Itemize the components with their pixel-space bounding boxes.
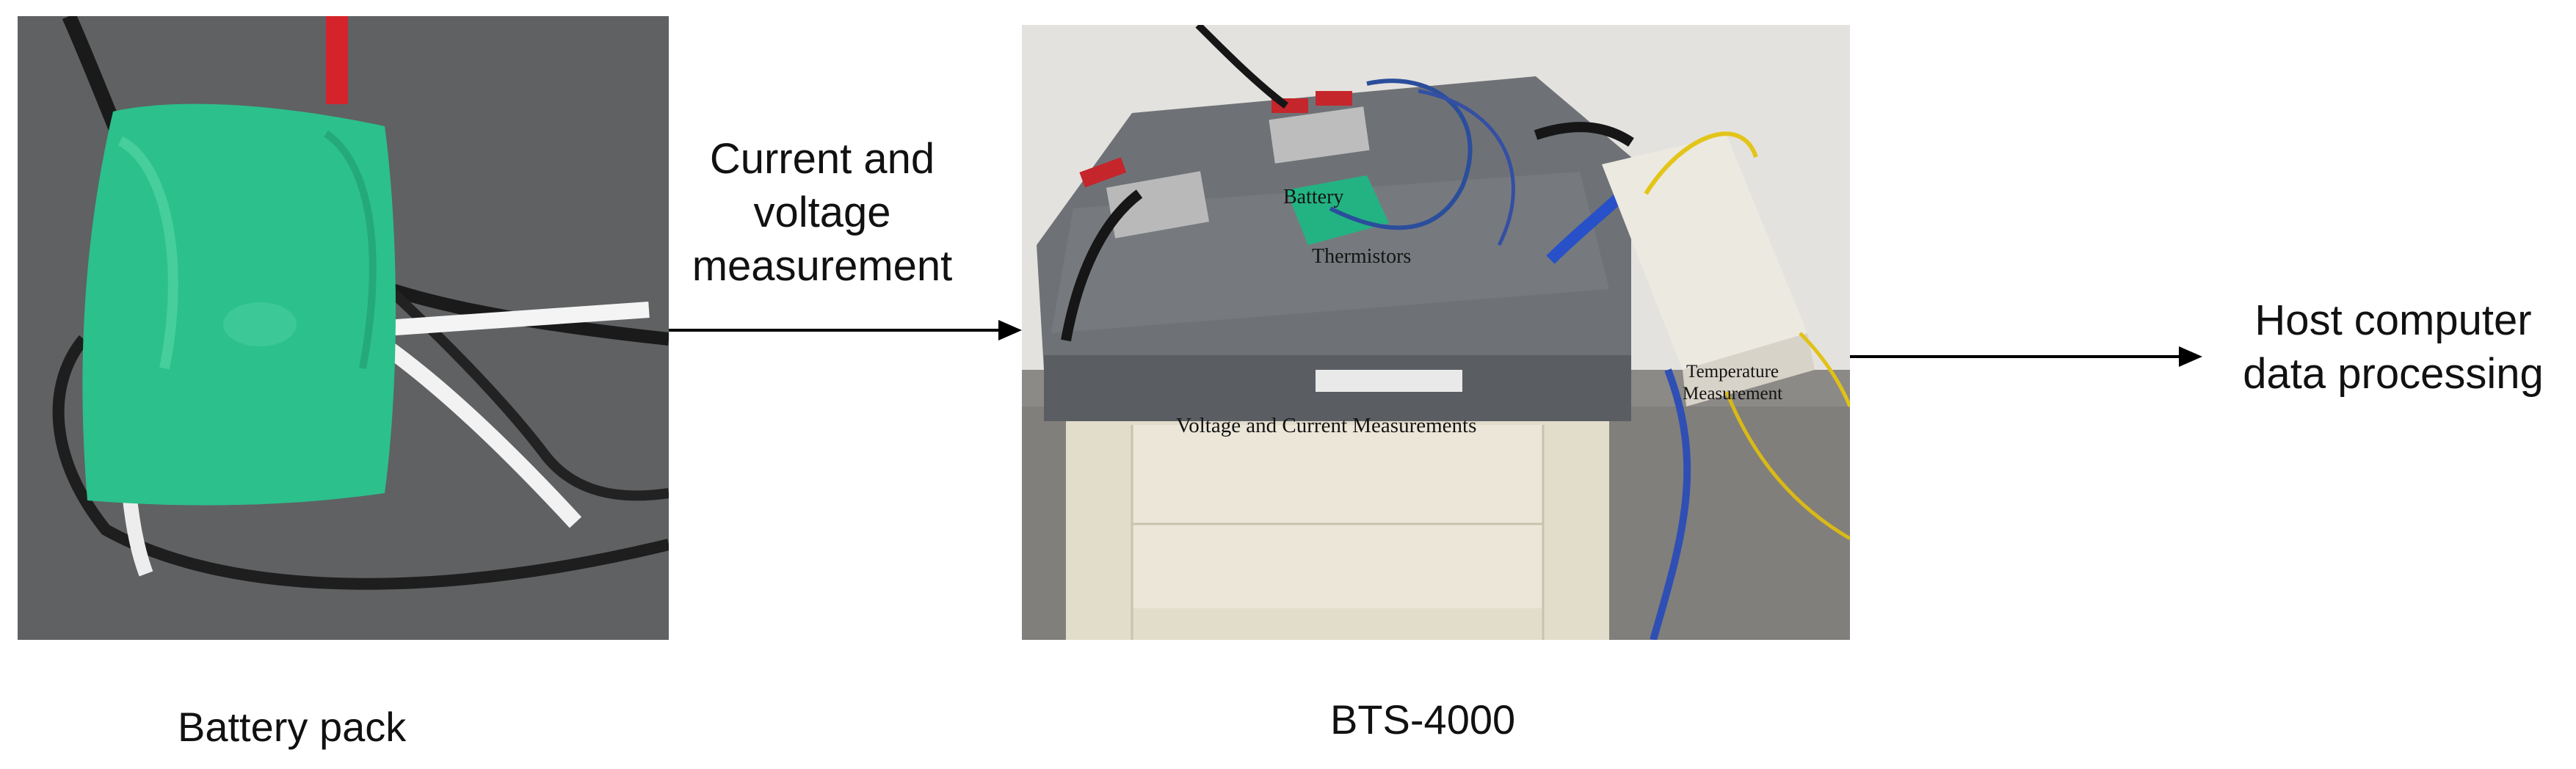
left-arrow-head: [998, 320, 1022, 340]
right-arrow-head: [2179, 346, 2202, 367]
thermistors-photo-label: Thermistors: [1312, 245, 1412, 268]
bts-4000-illustration: [1022, 25, 1850, 640]
host-computer-label-line2: data processing: [2243, 350, 2544, 398]
temperature-photo-label-line2: Measurement: [1683, 384, 1783, 404]
bts-4000-caption: BTS-4000: [1330, 696, 1516, 743]
voltage-current-photo-label: Voltage and Current Measurements: [1176, 414, 1477, 437]
battery-pack-illustration: [18, 16, 669, 640]
battery-photo-label: Battery: [1283, 186, 1344, 208]
current-voltage-label-line2: voltage: [753, 189, 891, 236]
current-voltage-label-line1: Current and: [709, 135, 935, 183]
current-voltage-label: Current and voltage measurement: [675, 132, 969, 293]
battery-pack-caption: Battery pack: [178, 704, 407, 750]
battery-pack-photo: [18, 16, 669, 640]
temperature-photo-label-line1: Temperature: [1686, 362, 1779, 382]
current-voltage-label-line3: measurement: [692, 242, 953, 290]
bts-4000-photo: Battery Thermistors Voltage and Current …: [1022, 25, 1850, 640]
temperature-measurement-photo-label: Temperature Measurement: [1683, 361, 1782, 405]
host-computer-label: Host computer data processing: [2217, 294, 2569, 401]
host-computer-label-line1: Host computer: [2254, 296, 2532, 344]
